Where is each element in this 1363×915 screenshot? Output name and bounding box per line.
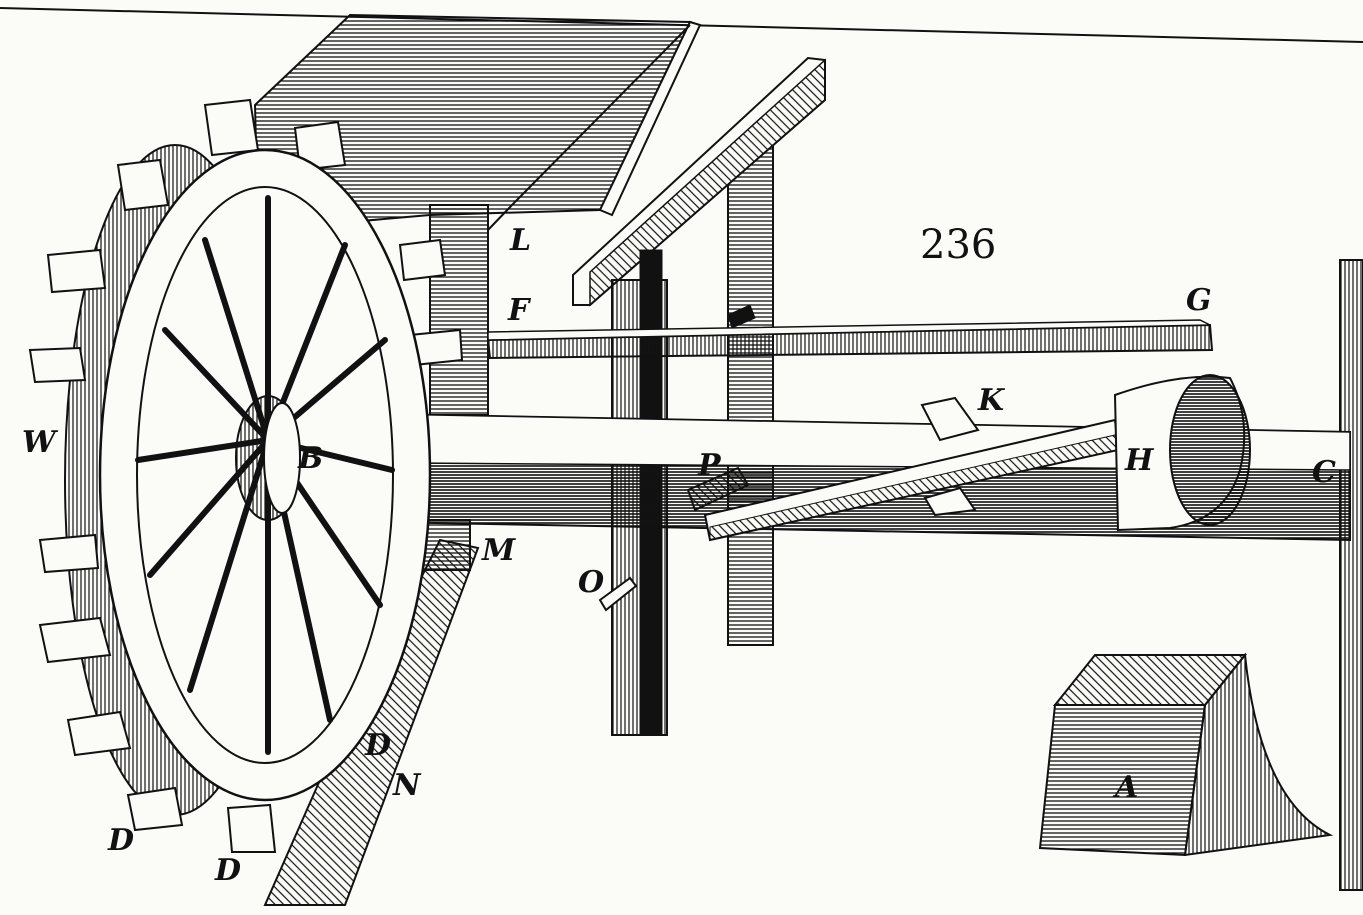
figure-number: 236 [920,222,996,268]
flume-post [429,204,489,416]
label-g: G [1186,283,1212,318]
water-wheel [28,98,464,853]
label-m: M [481,533,516,568]
label-h: H [1124,443,1155,478]
tappet-upper [727,304,756,329]
label-d-right: D [364,728,391,763]
cam-lower [923,486,977,517]
tappet-o [598,576,638,612]
label-l: L [509,223,531,258]
anvil-block [1038,652,1334,857]
label-d-bottom: D [214,853,241,888]
label-w: W [22,425,59,460]
label-d-left: D [107,823,134,858]
lever-fg [486,319,1214,360]
wheel-paddles [28,98,464,853]
label-f: F [507,293,532,328]
wheel-hub [235,395,301,521]
cam-k [920,396,980,442]
label-c: C [1312,455,1336,490]
label-a: A [1112,770,1138,805]
hammer-head [1113,374,1251,532]
flume [253,13,702,232]
label-p: P [697,448,722,483]
label-b: B [297,441,323,476]
label-n: N [392,768,422,803]
tappet-p [686,466,750,512]
label-k: K [977,383,1006,418]
right-wall [1339,259,1363,891]
label-o: O [578,565,604,600]
